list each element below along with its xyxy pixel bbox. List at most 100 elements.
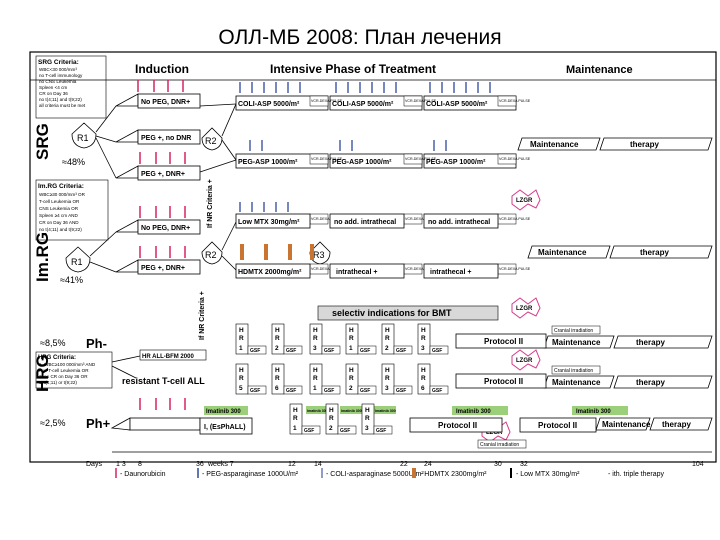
esphall-label: I, (EsPhALL) [204, 424, 246, 431]
svg-text:36: 36 [196, 461, 204, 468]
svg-text:WBC≥30 000/mm³ OR: WBC≥30 000/mm³ OR [39, 192, 86, 197]
svg-text:GSF: GSF [324, 388, 334, 394]
svg-text:GSF: GSF [396, 348, 406, 354]
svg-text:Protocol II: Protocol II [484, 377, 523, 386]
selective-bmt-text: selectiv indications for BMT [332, 308, 452, 318]
svg-text:GSF: GSF [340, 428, 350, 434]
svg-text:Maintenance: Maintenance [552, 378, 601, 387]
svg-text:no add. intrathecal: no add. intrathecal [334, 219, 396, 226]
svg-text:3: 3 [385, 385, 389, 392]
svg-text:R3: R3 [313, 250, 325, 260]
srg-label: SRG [33, 123, 52, 160]
svg-text:H: H [313, 367, 318, 374]
svg-text:WBC<30 000/mm³: WBC<30 000/mm³ [39, 67, 77, 72]
selective-bmt-banner [317, 305, 499, 321]
svg-text:CR on Day 36 AND: CR on Day 36 AND [39, 220, 79, 225]
svg-text:therapy: therapy [640, 248, 669, 257]
svg-text:H: H [239, 327, 244, 334]
svg-text:R: R [275, 335, 280, 342]
svg-text:GSF: GSF [376, 428, 386, 434]
svg-text:Maintenance: Maintenance [538, 248, 587, 257]
svg-text:VCR-DEXA PULSE: VCR-DEXA PULSE [499, 217, 531, 221]
svg-text:GSF: GSF [396, 388, 406, 394]
svg-text:GSF: GSF [304, 428, 314, 434]
ifnr-label-bottom: If NR Criteria + [199, 291, 206, 340]
svg-text:H: H [329, 407, 334, 414]
svg-text:3: 3 [421, 345, 425, 352]
no-peg-dnr-box-imrg [137, 219, 201, 235]
svg-text:intrathecal +: intrathecal + [336, 269, 377, 276]
no-peg-dnr-box-srg [137, 93, 201, 109]
svg-text:Imatinib 300: Imatinib 300 [341, 409, 362, 413]
imrg-criteria-lines: WBC≥30 000/mm³ OR T-cell Leukemia OR CNS… [39, 192, 86, 232]
svg-text:LZGR: LZGR [486, 430, 503, 436]
svg-text:HDMTX 2000mg/m²: HDMTX 2000mg/m² [238, 269, 302, 276]
svg-text:VCR-DEXA PULSE: VCR-DEXA PULSE [311, 157, 343, 161]
imatinib-bars: Imatinib 300 Imatinib 300 Imatinib 300 I… [204, 406, 628, 415]
svg-text:Maintenance: Maintenance [602, 420, 651, 429]
svg-text:32: 32 [520, 461, 528, 468]
svg-text:Spleen <4 cm: Spleen <4 cm [39, 85, 67, 90]
imrg-percent: ≈41% [60, 275, 83, 285]
svg-text:CR on Day 36: CR on Day 36 [39, 91, 68, 96]
svg-text:GSF: GSF [360, 348, 370, 354]
svg-text:no CNS Leukemia: no CNS Leukemia [39, 79, 77, 84]
svg-text:LZGR: LZGR [516, 358, 533, 364]
vcr-dexa-pulses: VCR-DEXA PULSE VCR-DEXA PULSE VCR-DEXA P… [309, 95, 531, 275]
svg-text:Imatinib 300: Imatinib 300 [206, 409, 241, 415]
svg-text:GSF: GSF [286, 388, 296, 394]
svg-text:COLI-ASP 5000/m²: COLI-ASP 5000/m² [426, 101, 488, 108]
svg-text:PEG +, DNR+: PEG +, DNR+ [141, 171, 185, 178]
svg-text:24: 24 [424, 461, 432, 468]
svg-text:H: H [349, 327, 354, 334]
svg-text:No PEG, DNR+: No PEG, DNR+ [141, 225, 190, 232]
induction-boxes: No PEG, DNR+ PEG +, no DNR PEG +, DNR+ N… [115, 93, 201, 275]
peg-no-dnr-box [137, 129, 201, 145]
coli-asp-row: COLI-ASP 5000/m² COLI-ASP 5000/m² COLI-A… [235, 95, 517, 111]
maintenance-bars: Maintenance therapy Maintenance therapy … [517, 137, 713, 431]
svg-text:14: 14 [314, 461, 322, 468]
r1-node-srg: R1 [71, 122, 97, 149]
peg-dnr-box-imrg [137, 259, 201, 275]
svg-text:GSF: GSF [250, 388, 260, 394]
svg-text:R: R [313, 375, 318, 382]
svg-text:Cranial irradiation: Cranial irradiation [480, 442, 519, 448]
svg-text:VCR-DEXA PULSE: VCR-DEXA PULSE [405, 267, 437, 271]
svg-text:H: H [239, 367, 244, 374]
svg-text:2: 2 [349, 385, 353, 392]
svg-text:GSF: GSF [432, 388, 442, 394]
svg-text:COLI-ASP 5000/m²: COLI-ASP 5000/m² [332, 101, 394, 108]
svg-text:R: R [293, 415, 298, 422]
svg-text:GSF: GSF [250, 348, 260, 354]
svg-text:1 3: 1 3 [116, 461, 126, 468]
svg-text:GSF: GSF [286, 348, 296, 354]
svg-text:H: H [421, 367, 426, 374]
svg-text:GSF: GSF [360, 388, 370, 394]
r2-node-srg: R2 [201, 127, 223, 151]
svg-text:- HDMTX 2300mg/m²: - HDMTX 2300mg/m² [420, 471, 487, 478]
svg-text:6: 6 [421, 385, 425, 392]
svg-text:R: R [349, 375, 354, 382]
ph-minus-label: Ph- [86, 336, 107, 351]
r1-node-imrg: R1 [65, 246, 91, 273]
svg-text:VCR-DEXA PULSE: VCR-DEXA PULSE [499, 267, 531, 271]
hr-all-box [139, 349, 207, 361]
svg-text:therapy: therapy [636, 378, 665, 387]
svg-text:- COLI-asparaginase 5000U/m²: - COLI-asparaginase 5000U/m² [326, 471, 424, 478]
maintenance-header: Maintenance [566, 64, 633, 76]
svg-text:12: 12 [288, 461, 296, 468]
r1-branch-lines [89, 105, 117, 273]
svg-text:H: H [421, 327, 426, 334]
svg-text:Cranial irradiation: Cranial irradiation [554, 328, 593, 334]
diagram-frame [29, 51, 717, 463]
svg-text:R: R [239, 375, 244, 382]
day-ticks: 1 3 8 36 weeks 7 12 14 22 24 30 32 104 [116, 461, 704, 468]
svg-text:2: 2 [329, 425, 333, 432]
resistant-label: resistant T-cell ALL [122, 376, 205, 386]
svg-text:3: 3 [313, 345, 317, 352]
legend-items: - Daunorubicin - PEG-asparaginase 1000U/… [115, 468, 665, 478]
svg-text:Imatinib 300: Imatinib 300 [576, 409, 611, 415]
svg-text:VCR-DEXA PULSE: VCR-DEXA PULSE [499, 99, 531, 103]
svg-text:R: R [313, 335, 318, 342]
svg-text:H: H [349, 367, 354, 374]
